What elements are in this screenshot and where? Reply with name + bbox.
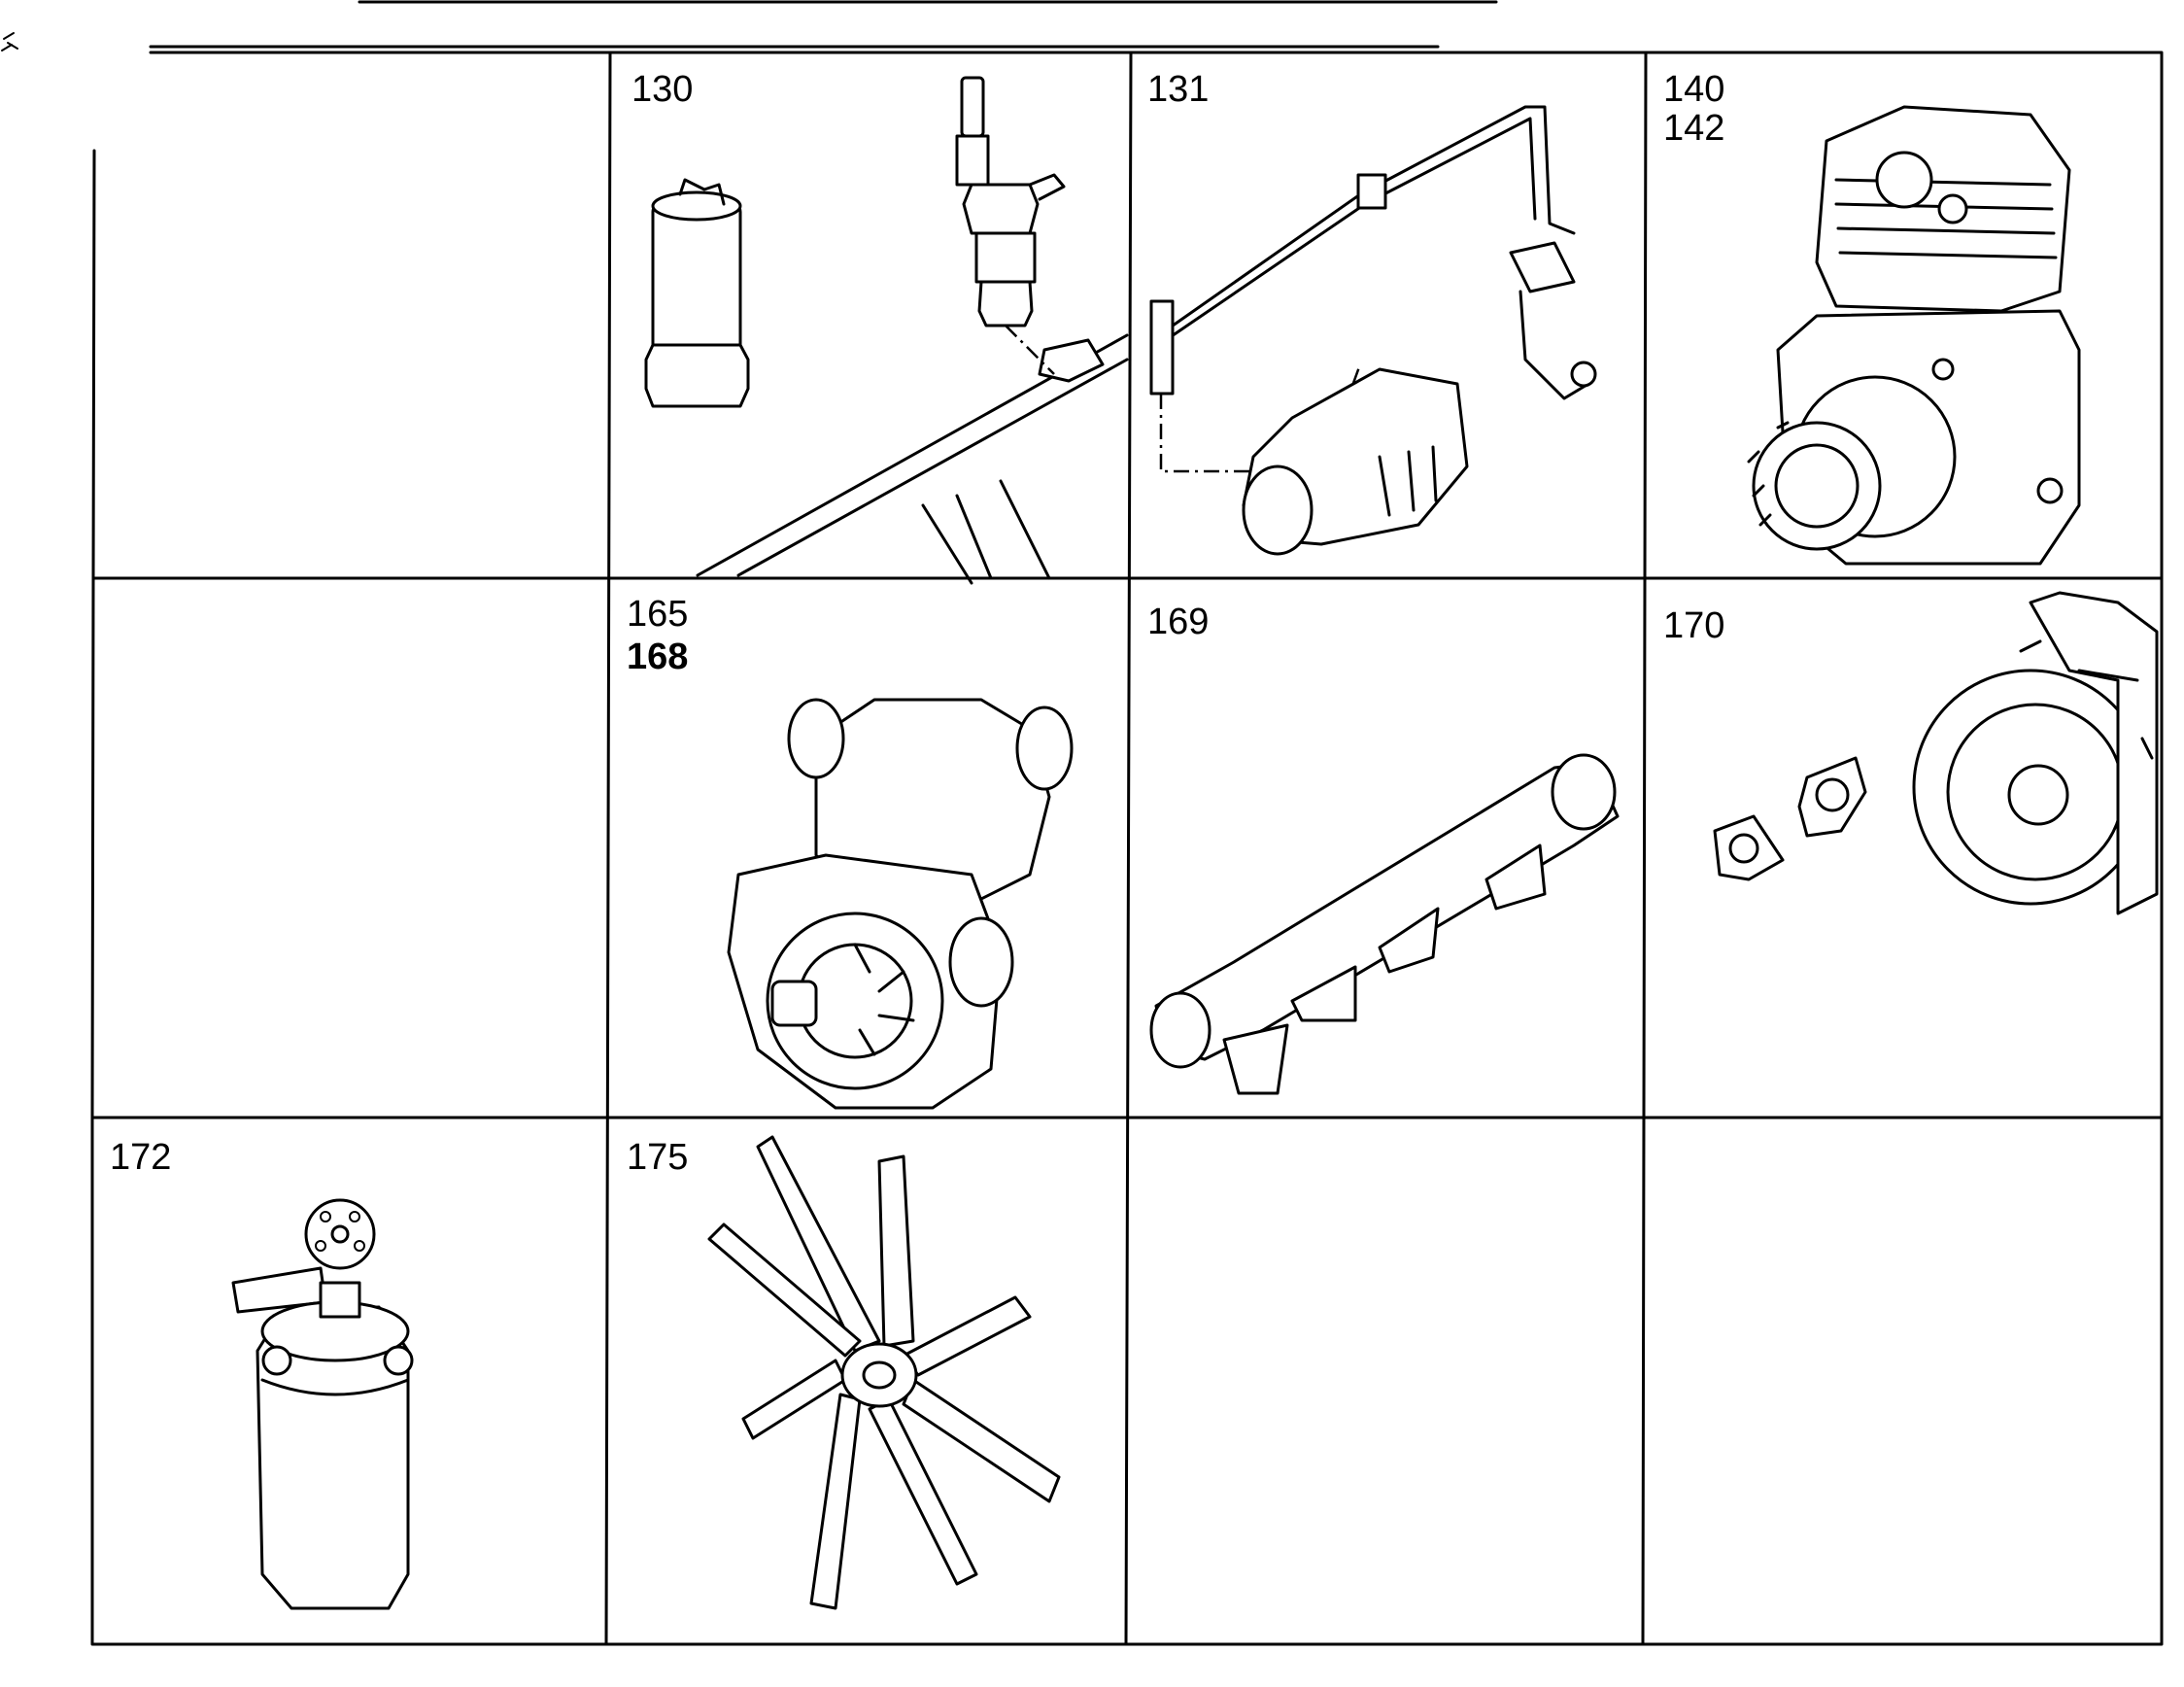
cell-label-140: 140 142 [1663,69,1724,149]
svg-text:168: 168 [627,637,688,677]
svg-text:130: 130 [631,69,693,110]
exhaust-manifold-icon [1149,753,1620,1095]
cooling-fan-icon [707,1135,1061,1610]
air-compressor-icon [1747,105,2081,566]
page-header-marks [1,0,1498,52]
corner-mark-icon [1,32,18,52]
parts-grid [90,51,2164,1646]
glow-plug-and-sensor-icon [644,76,1129,585]
water-pump-icon [727,698,1074,1110]
cell-label-165: 165 168 [627,594,688,677]
cell-label-169: 169 [1147,602,1209,642]
svg-text:140: 140 [1663,69,1724,110]
svg-text:142: 142 [1663,108,1724,149]
flywheel-housing-and-gaskets-icon [1713,591,2159,915]
svg-text:172: 172 [110,1137,171,1178]
fuel-filter-icon [231,1198,414,1610]
cell-label-170: 170 [1663,605,1724,646]
svg-text:165: 165 [627,594,688,635]
cell-label-175: 175 [627,1137,688,1178]
svg-text:131: 131 [1147,69,1209,110]
cell-label-172: 172 [110,1137,171,1178]
svg-text:170: 170 [1663,605,1724,646]
fuel-line-and-solenoid-icon [1149,105,1597,556]
svg-text:169: 169 [1147,602,1209,642]
cell-label-130: 130 [631,69,693,110]
cell-label-131: 131 [1147,69,1209,110]
svg-text:175: 175 [627,1137,688,1178]
